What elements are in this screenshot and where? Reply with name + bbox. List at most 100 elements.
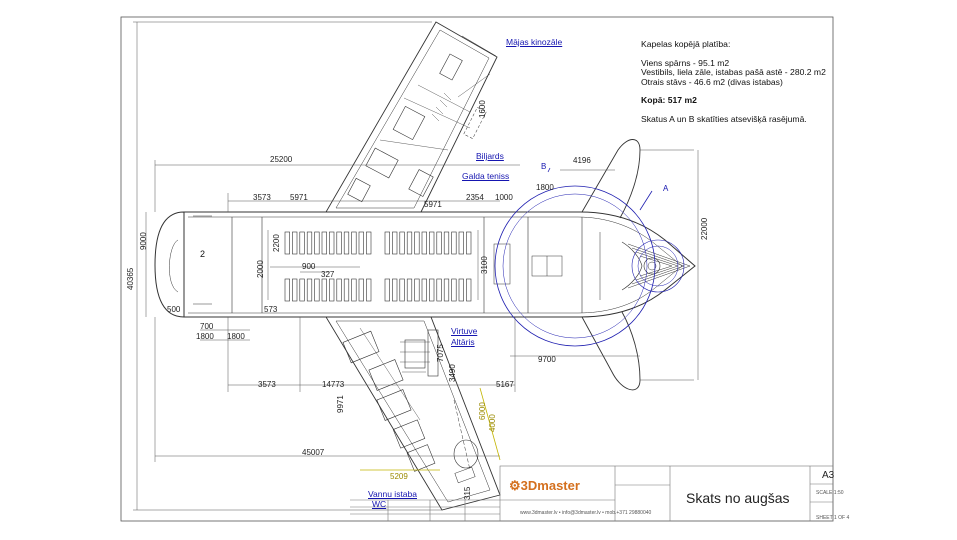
scale-label: SCALE:1:50 [816,490,844,496]
seat-row [466,278,472,302]
dim-5209: 5209 [390,472,408,481]
seat-row [321,231,327,255]
callout-home-cinema[interactable]: Mājas kinozāle [506,37,563,47]
seat-rows [284,231,472,302]
dim-573: 573 [264,305,278,314]
dim-5167: 5167 [496,380,514,389]
seat-row [329,278,335,302]
seat-row [366,278,372,302]
dim-3100: 3100 [480,256,489,274]
seat-row [306,278,313,302]
seat-row [414,231,420,255]
seat-row [399,231,405,255]
dim-22000: 22000 [700,217,709,240]
sheet-number: SHEET 1 OF 4 [816,515,850,521]
seat-row [458,278,464,302]
seat-row [421,231,427,255]
seat-row [451,231,457,255]
notes-line-second-floor: Otrais stāvs - 46.6 m2 (divas istabas) [641,76,783,87]
sheet-size: A3 [822,470,835,481]
callout-billiards[interactable]: Biljards [476,151,504,161]
dim-6000: 6000 [478,402,487,420]
seat-row [351,231,357,255]
dim-900: 900 [302,262,316,271]
seat-row [314,231,320,255]
dim-2354: 2354 [466,193,484,202]
dim-3573-top: 3573 [253,193,271,202]
seat-row [343,278,350,302]
dim-2200: 2200 [272,234,281,252]
dim-40365: 40365 [126,267,135,290]
room-number: 2 [200,249,206,259]
fuselage [154,211,696,318]
view-a-label: A [663,184,669,193]
dim-1800-left: 1800 [196,332,214,341]
callout-table-tennis[interactable]: Galda teniss [462,171,510,181]
notes-footnote: Skatus A un B skatīties atsevišķā rasēju… [641,113,807,124]
notes-line-wing: Viens spārns - 95.1 m2 [641,57,730,68]
seat-row [366,231,372,255]
seat-row [436,231,442,255]
dim-7075: 7075 [436,344,445,362]
seat-row [321,278,327,302]
dim-4000: 4000 [488,414,497,432]
seat-row [421,278,427,302]
seat-row [443,231,450,255]
seat-row [299,278,305,302]
dim-45007: 45007 [302,448,325,457]
dim-2000: 2000 [256,260,265,278]
seat-row [384,231,390,255]
seat-row [451,278,457,302]
dimension-lines [133,21,699,511]
dim-700: 700 [200,322,214,331]
seat-row [314,278,320,302]
dim-14773: 14773 [322,380,345,389]
dim-4196: 4196 [573,156,591,165]
seat-row [458,231,464,255]
upper-wing [325,21,498,213]
dim-1800-top: 1800 [536,183,554,192]
seat-row [406,231,413,255]
contact-line: www.3dmaster.lv • info@3dmaster.lv • mob… [520,510,652,516]
seat-row [436,278,442,302]
dim-3490: 3490 [448,364,457,382]
dim-500: 500 [167,305,181,314]
title-block-frame [350,465,834,522]
seat-row [284,278,290,302]
brand-logo: ⚙3Dmaster [509,478,580,494]
seat-row [443,278,450,302]
dim-9971: 9971 [336,395,345,413]
notes-total: Kopā: 517 m2 [641,95,697,106]
seat-row [429,231,435,255]
seat-row [336,278,342,302]
seat-row [329,231,335,255]
callout-wc[interactable]: WC [372,499,387,509]
logo-number: 3D [520,478,538,493]
seat-row [466,231,472,255]
logo-text: master [537,478,580,493]
callout-kitchen[interactable]: Virtuve [451,326,478,336]
area-notes: Kapelas kopējā platība: Viens spārns - 9… [641,39,941,125]
dim-1800-right: 1800 [227,332,245,341]
seat-row [429,278,435,302]
view-b-label: B [541,162,547,171]
seat-row [406,278,413,302]
dim-9700: 9700 [538,355,556,364]
seat-row [284,231,290,255]
dim-25200: 25200 [270,155,293,164]
seat-row [336,231,342,255]
callout-bathroom[interactable]: Vannu istaba [368,489,417,499]
seat-row [299,231,305,255]
seat-row [306,231,313,255]
dim-5971-wing: 5971 [424,200,442,209]
seat-row [292,278,298,302]
callout-altar[interactable]: Altāris [451,337,475,347]
dim-9000: 9000 [139,232,148,250]
seat-row [392,231,398,255]
seat-row [343,231,350,255]
lower-wing [325,316,501,511]
tail-fins [581,139,641,391]
seat-row [358,231,364,255]
dim-5971-top: 5971 [290,193,308,202]
